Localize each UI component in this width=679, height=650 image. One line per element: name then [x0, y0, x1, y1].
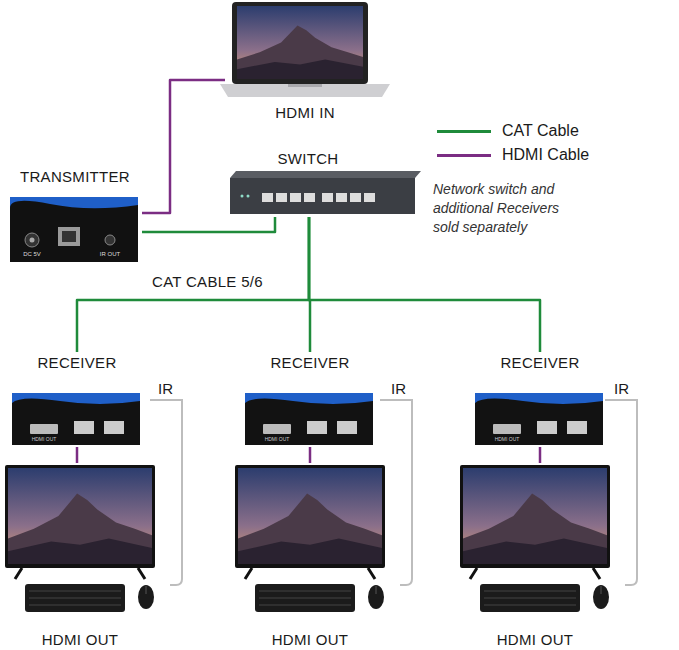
mouse-button	[146, 586, 147, 594]
ir-jack	[105, 235, 115, 245]
receiver-drawing	[245, 393, 373, 445]
switch-led	[241, 195, 244, 198]
ir-label: IR	[391, 380, 421, 397]
receiver-drawing	[475, 393, 603, 445]
device-label: HDMI OUT	[230, 631, 390, 648]
switch-port	[364, 193, 375, 202]
device-label: HDMI OUT	[0, 631, 160, 648]
tv-bezel	[5, 465, 155, 568]
legend-text: CAT Cable	[502, 122, 652, 140]
port-label: HDMI OUT	[487, 437, 527, 443]
laptop-screen	[237, 6, 363, 79]
switch-port	[336, 193, 347, 202]
usb-port	[74, 421, 94, 434]
switch-port	[290, 193, 301, 202]
tv-node: HDMI OUT	[0, 463, 160, 650]
cable-connector	[309, 217, 540, 352]
keyboard	[25, 584, 125, 612]
cable-connector	[309, 447, 312, 463]
cable-connector	[539, 447, 542, 463]
switch-node: SWITCH	[228, 150, 418, 217]
tv-drawing	[235, 400, 412, 612]
receiver-stripe	[12, 393, 140, 404]
legend-swatch	[437, 130, 491, 133]
port-label: HDMI OUT	[24, 437, 64, 443]
switch-led	[247, 195, 250, 198]
receiver-body	[12, 393, 140, 445]
transmitter-node: TRANSMITTER DC 5V IR OUT	[8, 166, 142, 264]
note-text: Network switch and additional Receivers …	[433, 180, 588, 237]
tv-stand	[15, 568, 145, 579]
cable-connector	[76, 447, 79, 463]
cable-connector	[142, 217, 275, 232]
switch-top	[230, 171, 421, 178]
switch-port	[350, 193, 361, 202]
device-label: RECEIVER	[243, 354, 377, 371]
tv-node: HDMI OUT	[455, 463, 615, 650]
tv-node: HDMI OUT	[230, 463, 390, 650]
tv-drawing	[5, 400, 182, 612]
laptop-bezel	[232, 2, 368, 84]
receiver-node: RECEIVER HDMI OUT	[10, 352, 144, 447]
device-label: HDMI OUT	[455, 631, 615, 648]
port-label: HDMI OUT	[257, 437, 297, 443]
dc-jack	[25, 233, 39, 247]
cable-connector	[77, 217, 309, 352]
switch-port	[262, 193, 273, 202]
ir-label: IR	[158, 380, 188, 397]
device-label: RECEIVER	[473, 354, 607, 371]
keyboard-keys	[29, 591, 121, 605]
hdmi-port	[30, 424, 58, 434]
ir-label: IR	[614, 380, 644, 397]
lan-port-hole	[62, 231, 76, 242]
laptop-base	[220, 84, 390, 97]
usb-port	[104, 421, 124, 434]
port-label: DC 5V	[17, 251, 47, 258]
ir-wire	[150, 400, 182, 585]
laptop-notch	[288, 84, 322, 87]
device-label: SWITCH	[228, 150, 388, 167]
receiver-node: RECEIVER HDMI OUT	[243, 352, 377, 447]
switch-port	[322, 193, 333, 202]
port-label: IR OUT	[93, 251, 127, 258]
cable-connector	[142, 80, 225, 213]
device-label: HDMI IN	[225, 104, 385, 121]
tv-screen	[8, 468, 152, 564]
transmitter-body	[10, 197, 138, 262]
receiver-node: RECEIVER HDMI OUT	[473, 352, 607, 447]
device-label: RECEIVER	[10, 354, 144, 371]
legend-text: HDMI Cable	[502, 146, 652, 164]
switch-port	[276, 193, 287, 202]
device-label: TRANSMITTER	[8, 168, 142, 185]
legend-swatch	[437, 154, 491, 157]
switch-front	[230, 178, 415, 214]
lan-port	[58, 227, 80, 246]
transmitter-stripe	[10, 197, 138, 208]
switch-port	[304, 193, 315, 202]
laptop-node: HDMI IN	[225, 0, 385, 122]
tv-drawing	[460, 400, 637, 612]
dc-jack-pin	[30, 238, 35, 243]
cable-label: CAT CABLE 5/6	[152, 273, 292, 290]
mouse	[138, 585, 154, 609]
receiver-drawing	[12, 393, 140, 445]
